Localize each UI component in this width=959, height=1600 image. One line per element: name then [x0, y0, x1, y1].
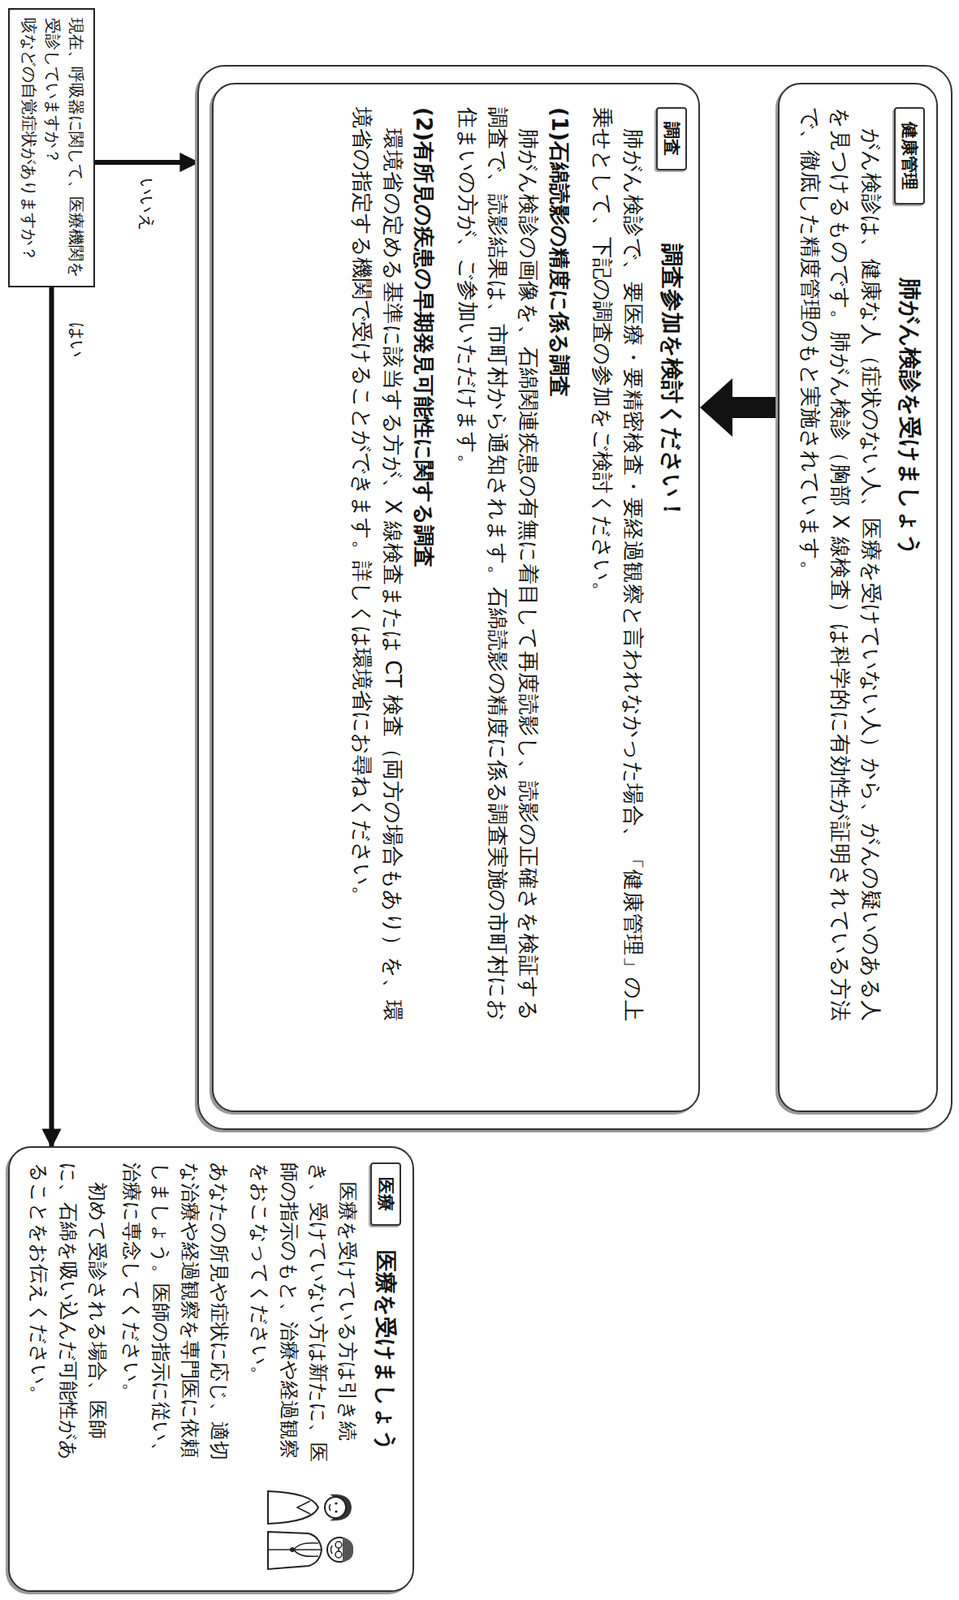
body-text: 医療を受けている方は引き続き、受けていない方は新たに、医師の指示のもと、治療や経…	[245, 1162, 363, 1479]
body-text: あなたの所見や症状に応じ、適切な治療や経過観察を専門医に依頼しましょう。医師の指…	[116, 1162, 234, 1479]
process-box: 医療医療を受けましょう医療を受けている方は引き続き、受けていない方は新たに、医師…	[8, 1146, 415, 1593]
block-arrow	[699, 378, 778, 437]
edge-label: いいえ	[134, 175, 159, 234]
question-text: 現在、呼吸器に関して、医療機関を受診していますか？	[40, 17, 88, 281]
subheading: (2)有所見の疾患の早期発見可能性に関する調査	[407, 107, 439, 1089]
edge-label: はい	[64, 319, 89, 361]
header-row: 医療医療を受けましょう	[370, 1162, 402, 1577]
subheading: (1)石綿読影の精度に係る調査	[543, 107, 575, 1089]
header-row: 健康管理肺がん検診を受けましょう	[894, 107, 925, 1089]
section-tag: 健康管理	[894, 107, 925, 205]
body-text: がん検診は、健康な人（症状のない人、医療を受けていない人）から、がんの疑いのある…	[794, 107, 886, 1022]
question-box: 現在、呼吸器に関して、医療機関を受診していますか？咳などの自覚症状がありますか？	[8, 8, 96, 288]
group-box: 健康管理肺がん検診を受けましょうがん検診は、健康な人（症状のない人、医療を受けて…	[197, 64, 953, 1131]
question-text: 咳などの自覚症状がありますか？	[17, 17, 41, 281]
section-heading: 調査参加を検討ください！	[656, 243, 687, 521]
body-text: 肺がん検診で、要医療・要精密検査・要経過観察と言われなかった場合、「健康管理」の…	[587, 107, 648, 1022]
body-text: 環境省の定める基準に該当する方が、X 線検査または CT 検査（両方の場合もあり…	[346, 107, 408, 1022]
flow-arrow	[49, 287, 55, 1147]
flow-arrow	[95, 159, 198, 165]
process-box: 調査調査参加を検討ください！ 肺がん検診で、要医療・要精密検査・要経過観察と言われ…	[211, 82, 700, 1113]
section-heading: 肺がん検診を受けましょう	[894, 277, 925, 558]
section-tag: 医療	[370, 1162, 402, 1227]
section-heading: 医療を受けましょう	[371, 1250, 401, 1453]
body-text: 初めて受診される場合、医師に、石綿を吸い込んだ可能性があることをお伝えください。	[24, 1162, 113, 1479]
process-box: 健康管理肺がん検診を受けましょうがん検診は、健康な人（症状のない人、医療を受けて…	[777, 82, 938, 1113]
header-row: 調査調査参加を検討ください！	[656, 107, 687, 1089]
section-tag: 調査	[656, 107, 687, 171]
people-illustration	[264, 1485, 363, 1577]
body-text: 肺がん検診の画像を、石綿関連疾患の有無に着目して再度読影し、読影の正確さを検証す…	[451, 107, 544, 1022]
